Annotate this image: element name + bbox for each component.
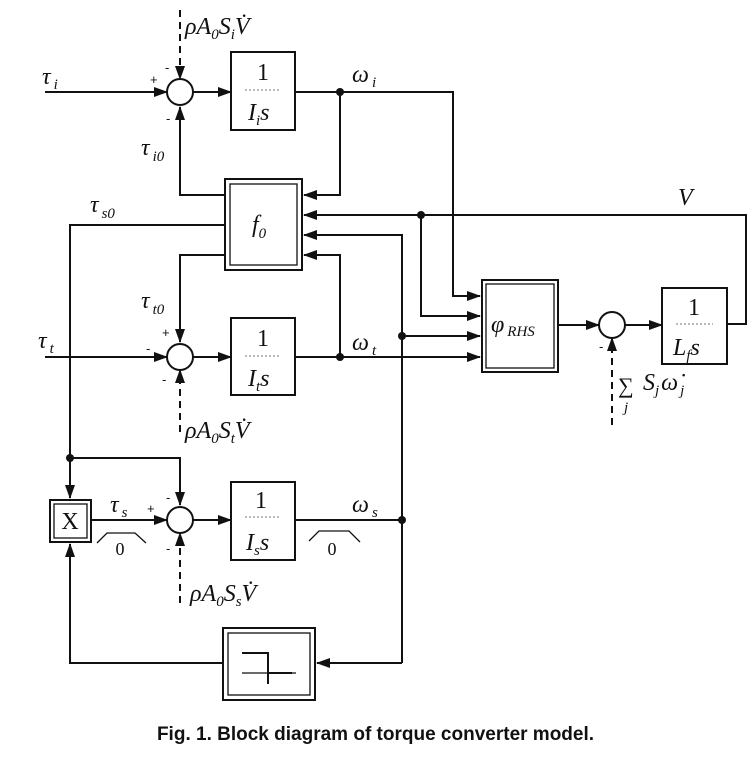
tau-s0-to-sum bbox=[70, 457, 185, 506]
sign: - bbox=[162, 372, 166, 387]
svg-text:Sjω̇j: Sjω̇j bbox=[643, 370, 685, 399]
integrator-f-block: 1 Lfs bbox=[661, 287, 728, 365]
V-line bbox=[303, 210, 747, 325]
integrator-s-block: 1 Iss bbox=[230, 481, 296, 561]
svg-text:Iis: Iis bbox=[247, 100, 270, 129]
numerator: 1 bbox=[257, 60, 269, 86]
svg-text:f0: f0 bbox=[252, 212, 267, 242]
integrator-i-block: 1 Iis bbox=[230, 51, 296, 131]
label-dist-v: ∑ j Sjω̇j bbox=[618, 370, 685, 416]
branch-node bbox=[336, 353, 344, 361]
label-dist-t: ρA0StV̇ bbox=[184, 418, 252, 447]
svg-text:Iss: Iss bbox=[245, 530, 269, 559]
label-dist-i: ρA0SiV̇ bbox=[184, 14, 252, 43]
sign: - bbox=[166, 541, 170, 556]
tau-i0-line bbox=[175, 106, 225, 196]
svg-text:1: 1 bbox=[688, 295, 700, 321]
sign: - bbox=[599, 339, 603, 354]
omega-i-line bbox=[295, 91, 481, 301]
sum-junction-s bbox=[166, 506, 194, 534]
multiplier-block: X bbox=[49, 499, 92, 543]
tau-s0-line bbox=[65, 224, 225, 499]
saturation-icon bbox=[96, 532, 147, 544]
f0-block: f0 bbox=[224, 178, 303, 271]
svg-text:Lfs: Lfs bbox=[672, 335, 700, 364]
svg-text:1: 1 bbox=[257, 326, 269, 352]
label-dist-s: ρA0SsV̇ bbox=[189, 581, 259, 610]
label-V: V bbox=[678, 185, 695, 211]
svg-text:j: j bbox=[622, 400, 628, 416]
saturation-label: 0 bbox=[116, 539, 125, 559]
integrator-t-block: 1 Its bbox=[230, 317, 296, 396]
V-to-phi bbox=[420, 215, 481, 321]
omega-s-to-f0 bbox=[303, 230, 403, 663]
omega-t-to-f0 bbox=[303, 250, 341, 357]
switch-to-mult bbox=[65, 543, 223, 664]
sign: - bbox=[146, 341, 150, 356]
sign: - bbox=[166, 490, 170, 505]
omega-i-to-f0 bbox=[303, 92, 341, 200]
branch-node bbox=[398, 516, 406, 524]
sign: + bbox=[162, 325, 170, 340]
svg-text:X: X bbox=[61, 509, 78, 535]
saturation-label: 0 bbox=[328, 539, 337, 559]
sum-junction-i bbox=[166, 78, 194, 106]
sign: + bbox=[150, 72, 158, 87]
svg-text:Its: Its bbox=[247, 366, 270, 395]
saturation-icon bbox=[308, 530, 361, 543]
sign: + bbox=[147, 501, 155, 516]
sign: - bbox=[166, 111, 170, 126]
sum-junction-v bbox=[598, 311, 626, 339]
sum-junction-t bbox=[166, 343, 194, 371]
svg-text:1: 1 bbox=[255, 488, 267, 514]
figure-caption: Fig. 1. Block diagram of torque converte… bbox=[156, 724, 595, 745]
svg-text:∑: ∑ bbox=[618, 373, 634, 398]
sign-switch-block bbox=[222, 627, 316, 701]
tau-t0-line bbox=[175, 254, 225, 343]
sign: - bbox=[165, 60, 169, 75]
